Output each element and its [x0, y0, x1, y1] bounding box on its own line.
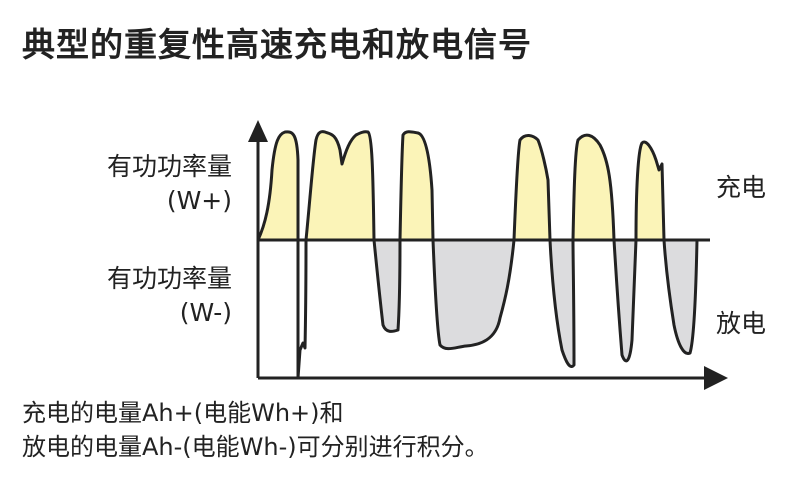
charge-area	[258, 131, 664, 240]
page-title: 典型的重复性高速充电和放电信号	[22, 25, 532, 64]
negative-power-label-line1: 有功功率量	[106, 264, 232, 293]
positive-power-label: 有功功率量 (W+)	[107, 150, 232, 218]
caption-line2: 放电的电量Ah-(电能Wh-)可分别进行积分。	[22, 433, 489, 461]
negative-power-label-line2: (W-)	[179, 298, 232, 327]
caption-line1: 充电的电量Ah+(电能Wh+)和	[22, 399, 344, 427]
negative-power-label: 有功功率量 (W-)	[107, 262, 232, 330]
arrow-up-icon	[248, 120, 268, 142]
discharge-label: 放电	[716, 309, 767, 338]
charge-label: 充电	[716, 173, 767, 202]
signal-line	[256, 130, 699, 380]
discharge-area	[374, 240, 697, 367]
caption: 充电的电量Ah+(电能Wh+)和 放电的电量Ah-(电能Wh-)可分别进行积分。	[22, 396, 489, 464]
arrow-right-icon	[704, 366, 728, 390]
positive-power-label-line2: (W+)	[166, 186, 232, 215]
positive-power-label-line1: 有功功率量	[106, 152, 232, 181]
